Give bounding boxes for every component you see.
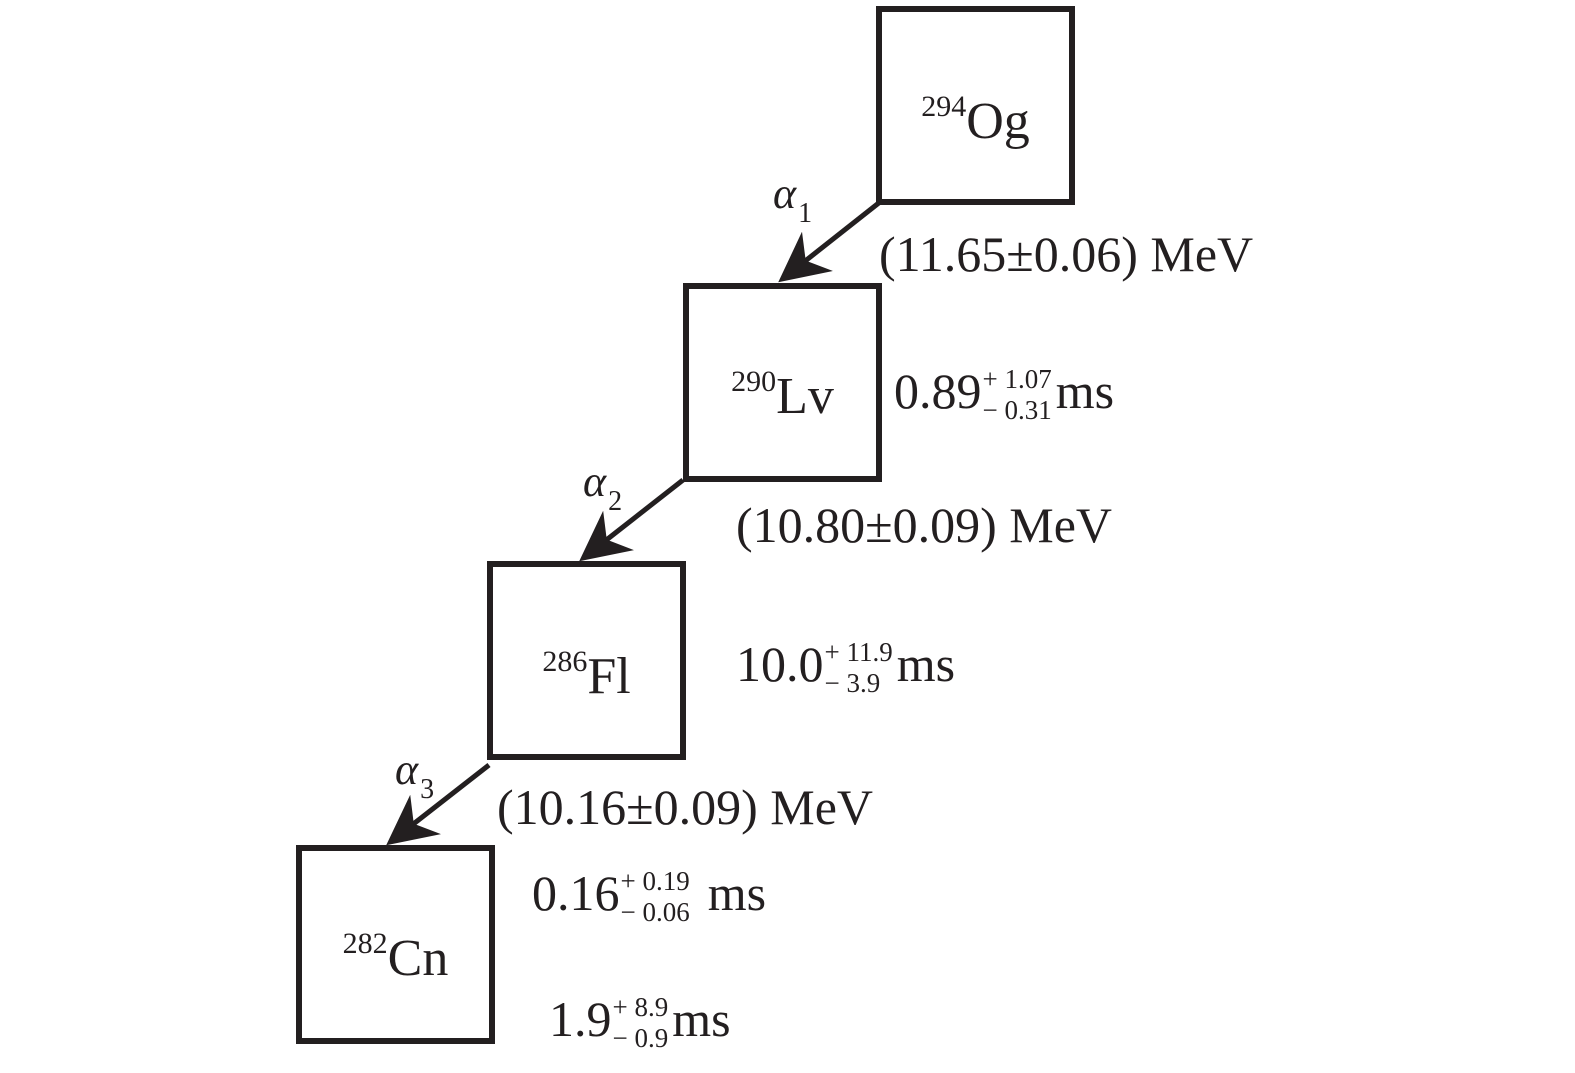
alpha-symbol: α [583, 457, 607, 506]
halflife-value: 0.16 [532, 864, 620, 921]
error-minus: − 0.9 [612, 1022, 669, 1053]
halflife-value: 1.9 [549, 990, 612, 1047]
error-minus: − 3.9 [824, 667, 881, 698]
nuclide-box-lv: 290Lv [683, 283, 882, 482]
mass-number: 286 [542, 645, 588, 678]
halflife-value: 0.89 [894, 362, 982, 419]
nuclide-label: 286Fl [493, 647, 680, 705]
error-plus: + 1.07 [982, 363, 1052, 394]
alpha-label-2: α2 [583, 457, 622, 516]
alpha-symbol: α [773, 169, 797, 218]
alpha-label-3: α3 [395, 745, 434, 804]
halflife-unit: ms [896, 635, 956, 692]
decay-arrow-2 [579, 478, 685, 562]
decay-arrow-1 [778, 200, 882, 283]
halflife-error: + 8.9− 0.9 [612, 991, 669, 1053]
halflife-value: 10.0 [736, 635, 824, 692]
element-symbol: Og [966, 93, 1030, 150]
halflife-cn-1: 0.16+ 0.19− 0.06 ms [532, 862, 767, 925]
element-symbol: Lv [776, 368, 834, 425]
halflife-error: + 1.07− 0.31 [982, 363, 1052, 425]
decay-energy-1: (11.65±0.06) MeV [879, 226, 1254, 282]
halflife-error: + 0.19− 0.06 [620, 865, 690, 927]
error-plus: + 0.19 [620, 865, 690, 896]
element-symbol: Fl [587, 648, 631, 705]
error-minus: − 0.06 [620, 896, 690, 927]
nuclide-label: 282Cn [302, 929, 489, 987]
halflife-error: + 11.9− 3.9 [824, 636, 893, 698]
halflife-unit: ms [1055, 362, 1115, 419]
alpha-index: 2 [608, 486, 623, 517]
error-minus: − 0.31 [982, 394, 1052, 425]
nuclide-box-og: 294Og [876, 6, 1075, 205]
element-symbol: Cn [387, 930, 449, 987]
nuclide-label: 294Og [882, 92, 1069, 150]
alpha-index: 3 [420, 774, 435, 805]
decay-arrow-3 [386, 763, 491, 846]
mass-number: 294 [921, 90, 967, 123]
halflife-unit: ms [707, 864, 767, 921]
alpha-index: 1 [798, 198, 813, 229]
mass-number: 282 [342, 927, 388, 960]
error-plus: + 8.9 [612, 991, 669, 1022]
alpha-symbol: α [395, 745, 419, 794]
alpha-label-1: α1 [773, 169, 812, 228]
decay-energy-2: (10.80±0.09) MeV [736, 497, 1113, 553]
halflife-unit: ms [672, 990, 731, 1047]
decay-energy-3: (10.16±0.09) MeV [497, 779, 874, 835]
nuclide-label: 290Lv [689, 367, 876, 425]
mass-number: 290 [731, 365, 777, 398]
nuclide-box-cn: 282Cn [296, 845, 495, 1044]
error-plus: + 11.9 [824, 636, 893, 667]
nuclide-box-fl: 286Fl [487, 561, 686, 760]
